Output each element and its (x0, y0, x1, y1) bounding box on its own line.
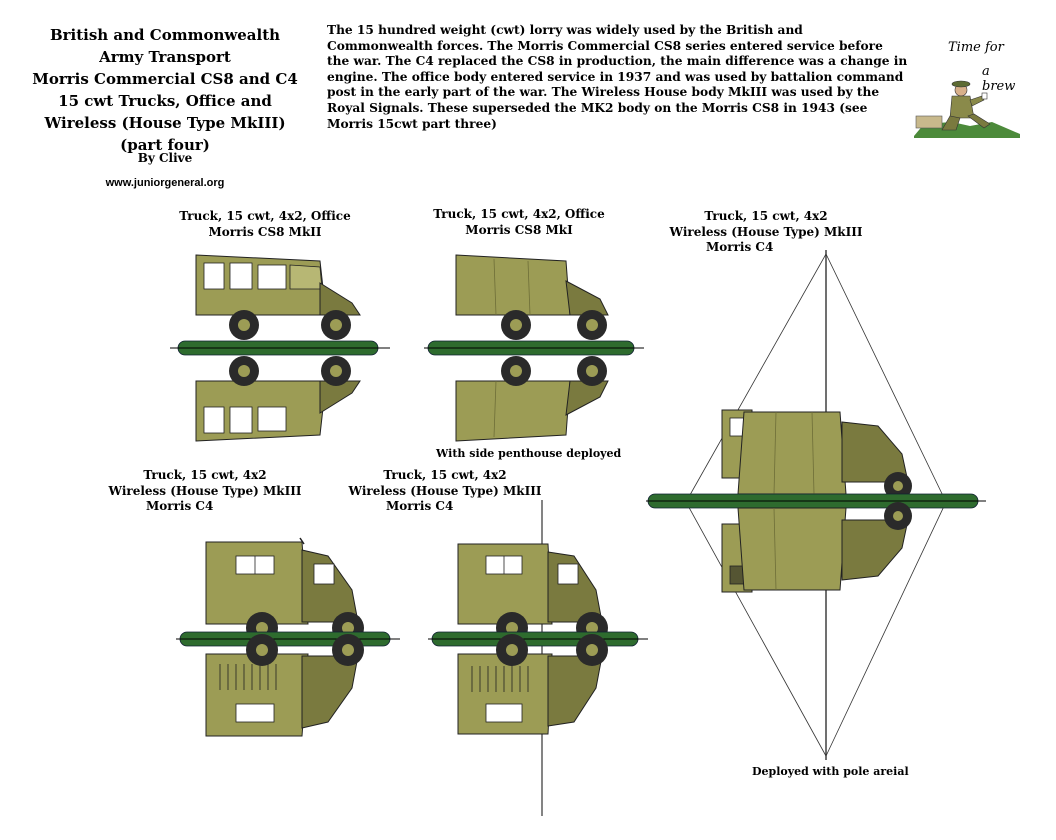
figure-5-truck-illustration (428, 500, 648, 816)
truck-bottom-half (205, 634, 364, 737)
title-line-2: Army Transport (99, 48, 231, 66)
caption-line: Morris CS8 MkI (465, 222, 573, 237)
caption-line: Truck, 15 cwt, 4x2 (143, 468, 267, 482)
desc-line: Morris 15cwt part three) (327, 116, 497, 131)
soldier-logo-icon (914, 80, 1020, 138)
desc-line: post in the early part of the war. The W… (327, 85, 880, 100)
brew-logo: Time for a brew (912, 38, 1022, 140)
truck-bottom-half (457, 634, 608, 735)
truck-top-half (455, 254, 609, 340)
figure-3-note: Deployed with pole areial (752, 765, 909, 778)
truck-top-half (205, 537, 364, 644)
figure-2-note: With side penthouse deployed (436, 447, 622, 460)
caption-line: Wireless (House Type) MkIII (348, 483, 542, 498)
caption-line: Morris C4 (706, 240, 774, 254)
truck-bottom-half (195, 356, 361, 442)
figure-2-caption: Truck, 15 cwt, 4x2, Office Morris CS8 Mk… (406, 207, 632, 238)
title-line-6: (part four) (120, 136, 210, 154)
truck-bottom-half (455, 356, 609, 442)
caption-line: Morris C4 (386, 499, 454, 513)
figure-4-caption: Truck, 15 cwt, 4x2 Wireless (House Type)… (100, 468, 310, 515)
caption-line: Morris CS8 MkII (208, 224, 322, 239)
figure-5-caption: Truck, 15 cwt, 4x2 Wireless (House Type)… (340, 468, 550, 515)
caption-line: Wireless (House Type) MkIII (669, 224, 863, 239)
author-byline: By Clive (137, 151, 193, 165)
desc-line: The 15 hundred weight (cwt) lorry was wi… (327, 23, 803, 37)
figure-2-truck-illustration (424, 254, 644, 442)
caption-line: Morris C4 (146, 499, 214, 513)
desc-line: the war. The C4 replaced the CS8 in prod… (327, 54, 908, 69)
figure-1-caption: Truck, 15 cwt, 4x2, Office Morris CS8 Mk… (152, 209, 378, 240)
caption-line: Truck, 15 cwt, 4x2 (383, 468, 507, 482)
title-line-3: Morris Commercial CS8 and C4 (32, 70, 298, 88)
figure-1-truck-illustration (170, 254, 390, 442)
desc-line: Royal Signals. These superseded the MK2 … (327, 100, 868, 115)
desc-line: engine. The office body entered service … (327, 69, 904, 84)
title-line-1: British and Commonwealth (49, 26, 281, 44)
description-paragraph: The 15 hundred weight (cwt) lorry was wi… (327, 23, 917, 132)
caption-line: Truck, 15 cwt, 4x2, Office (179, 209, 351, 223)
figure-3-truck-illustration (646, 250, 986, 760)
truck-bottom-half (721, 502, 912, 593)
logo-text-1: Time for (948, 40, 1004, 55)
website-text: www.juniorgeneral.org (105, 177, 225, 189)
page-title: British and Commonwealth Army Transport … (20, 24, 310, 156)
title-line-5: Wireless (House Type MkIII) (44, 114, 286, 132)
guy-wires (685, 253, 947, 757)
desc-line: Commonwealth forces. The Morris Commerci… (327, 38, 883, 53)
logo-text-2: a brew (982, 64, 1016, 94)
figure-3-caption: Truck, 15 cwt, 4x2 Wireless (House Type)… (646, 209, 886, 256)
figure-4-truck-illustration (176, 537, 400, 737)
truck-top-half (721, 409, 912, 500)
caption-line: Truck, 15 cwt, 4x2 (704, 209, 828, 223)
truck-top-half (195, 254, 361, 340)
title-line-4: 15 cwt Trucks, Office and (58, 92, 272, 110)
truck-top-half (457, 543, 608, 644)
caption-line: Truck, 15 cwt, 4x2, Office (433, 207, 605, 221)
caption-line: Wireless (House Type) MkIII (108, 483, 302, 498)
